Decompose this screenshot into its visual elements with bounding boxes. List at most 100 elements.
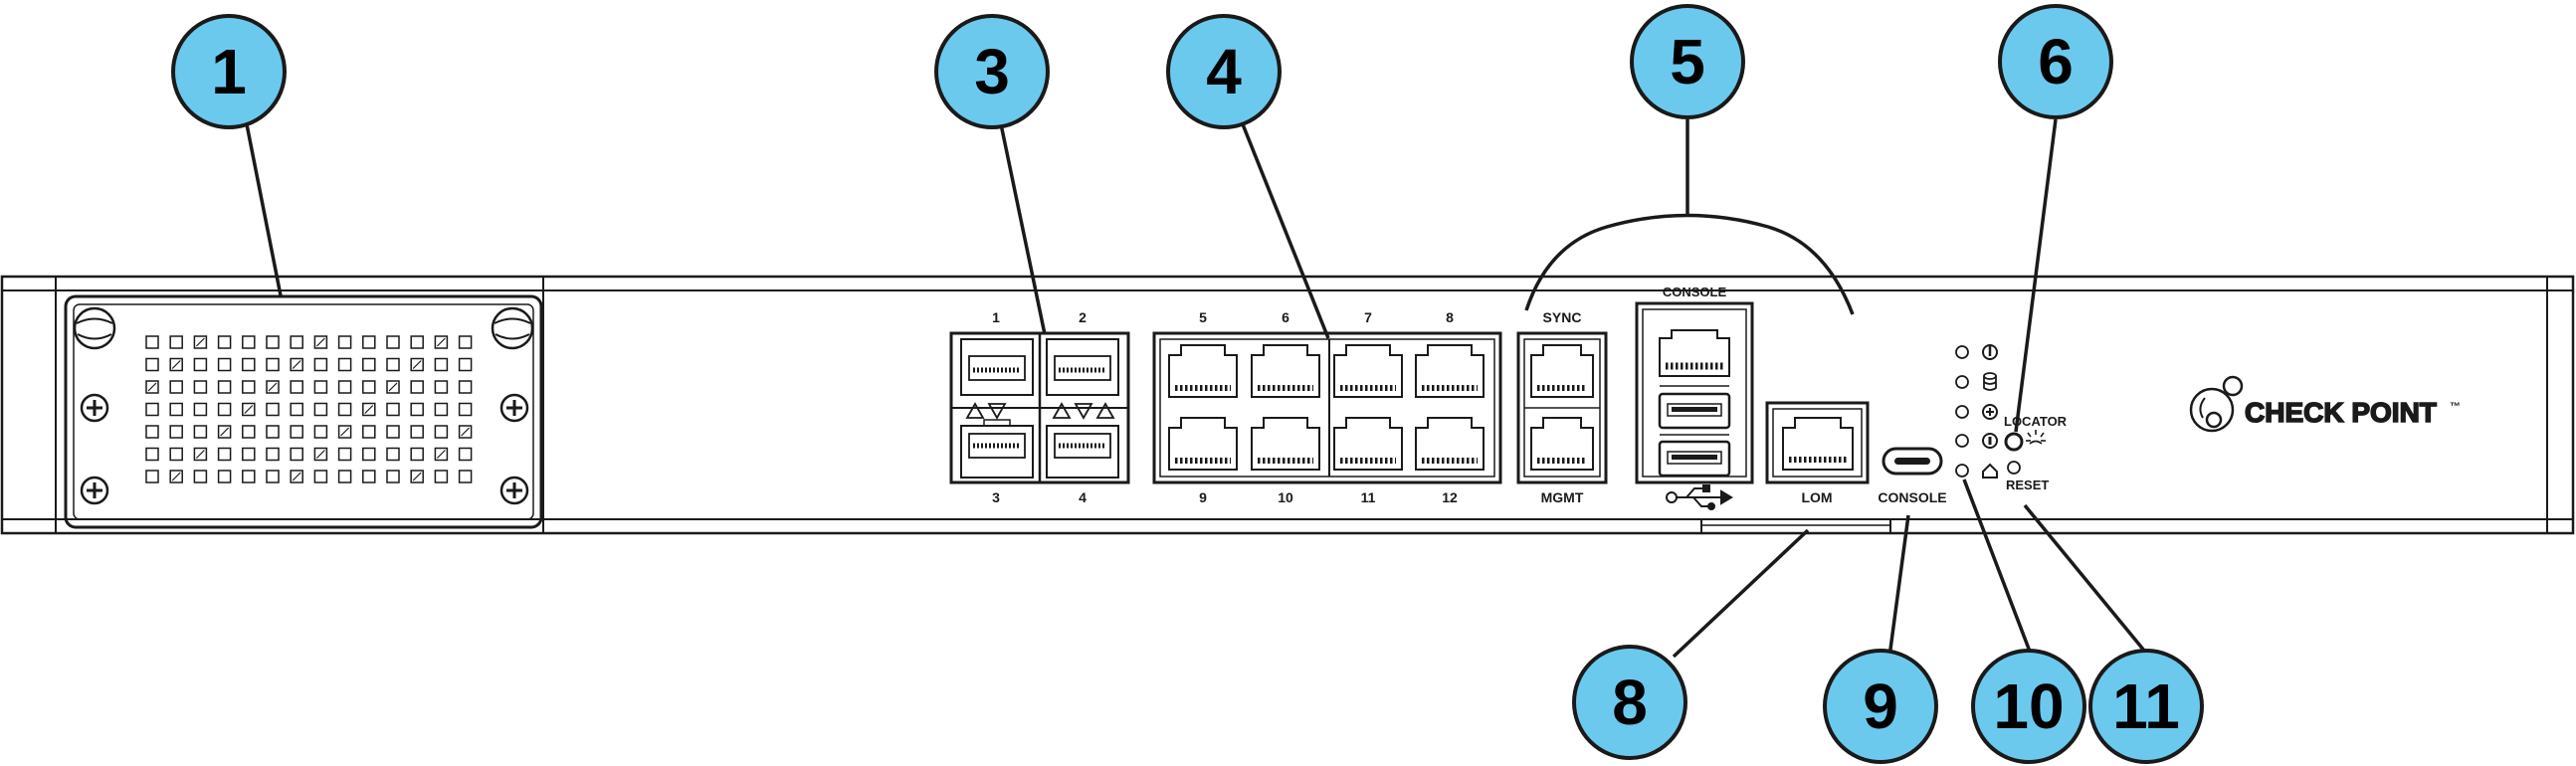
vent-panel (64, 294, 543, 529)
rj45-number-11: 11 (1361, 489, 1376, 505)
sfp-port-1[interactable] (960, 338, 1034, 396)
usb-port-2[interactable] (1658, 440, 1731, 478)
mgmt-port[interactable] (1530, 417, 1594, 471)
brand-trademark: ™ (2450, 401, 2461, 413)
callout-3: 3 (934, 14, 1050, 129)
vent-hole (362, 447, 376, 462)
chassis (0, 275, 2575, 535)
callout-8: 8 (1572, 645, 1687, 760)
vent-hole (410, 380, 424, 394)
vent-hole (434, 380, 449, 394)
reset-label: RESET (2006, 478, 2049, 492)
vent-hole (362, 357, 376, 372)
vent-hole (242, 357, 256, 372)
callout-5: 5 (1630, 4, 1745, 119)
sync-port[interactable] (1530, 344, 1594, 398)
callout-6: 6 (1998, 4, 2113, 119)
sync-mgmt-port-block (1516, 331, 1608, 484)
rj45-port-6[interactable] (1251, 344, 1320, 398)
sfp-number-3: 3 (992, 489, 1000, 505)
vent-hole (266, 425, 280, 439)
rj45-number-6: 6 (1282, 309, 1289, 325)
vent-hole (337, 380, 352, 394)
sfp-port-2[interactable] (1046, 338, 1119, 396)
rj45-port-11[interactable] (1333, 417, 1403, 471)
vent-hole-mark (195, 337, 205, 347)
vent-hole-mark (436, 450, 446, 459)
power-icon (1982, 344, 1998, 360)
vent-hole (169, 425, 183, 439)
rj45-ports (1168, 344, 1485, 471)
vent-hole-mark (220, 427, 230, 437)
rj45-number-10: 10 (1278, 489, 1293, 505)
leader-line-5-arc (1524, 213, 1855, 315)
vent-hole (193, 380, 208, 394)
vent-hole (337, 447, 352, 462)
status-led-3 (1955, 405, 1969, 419)
vent-hole-mark (315, 337, 325, 347)
rj45-port-9[interactable] (1168, 417, 1238, 471)
callout-number: 5 (1670, 26, 1705, 97)
usbc-console-label: CONSOLE (1878, 489, 1946, 505)
reset-button[interactable] (2007, 461, 2021, 475)
callout-number: 8 (1612, 667, 1648, 738)
vent-hole (290, 425, 303, 439)
vent-hole (313, 425, 328, 439)
vent-hole (410, 402, 424, 417)
vent-hole-mark (364, 405, 374, 414)
vent-hole-mark (412, 360, 422, 369)
vent-hole (337, 357, 352, 372)
status-led-4 (1955, 434, 1969, 448)
vent-hole (193, 402, 208, 417)
console-usb-block (1635, 301, 1754, 484)
info-icon (1982, 433, 1998, 449)
vent-hole (145, 470, 159, 483)
usb-icon (1666, 484, 1733, 510)
vent-hole (193, 470, 208, 483)
rj45-port-12[interactable] (1415, 417, 1485, 471)
rj45-port-8[interactable] (1415, 344, 1485, 398)
rj45-port-5[interactable] (1168, 344, 1238, 398)
storage-icon (1983, 372, 1997, 391)
screw-mid-right (499, 393, 529, 423)
vent-hole (217, 380, 232, 394)
vent-hole (169, 335, 183, 349)
vent-hole-mark (412, 472, 422, 481)
rj45-number-9: 9 (1199, 489, 1207, 505)
leader-line-10 (1962, 479, 2034, 658)
vent-hole-mark (171, 360, 181, 369)
usbc-console-port[interactable] (1882, 447, 1943, 476)
rj45-port-7[interactable] (1333, 344, 1403, 398)
vent-hole (458, 357, 473, 372)
vent-hole (362, 335, 376, 349)
vent-hole (145, 447, 159, 462)
vent-hole (313, 402, 328, 417)
vent-hole (386, 447, 400, 462)
vent-hole (410, 335, 424, 349)
lom-port[interactable] (1765, 401, 1870, 484)
vent-hole (434, 402, 449, 417)
locator-led (2004, 430, 2046, 452)
sfp-number-2: 2 (1079, 309, 1087, 325)
mgmt-label: MGMT (1541, 489, 1584, 505)
vent-hole (145, 402, 159, 417)
console-rj45-port[interactable] (1659, 329, 1730, 377)
sfp-link-arrows (965, 402, 1115, 427)
rj45-port-10[interactable] (1251, 417, 1320, 471)
vent-hole (386, 335, 400, 349)
rj45-top-numbers: 5 6 7 8 (1199, 309, 1454, 325)
vent-hole (217, 335, 232, 349)
locator-label: LOCATOR (2004, 414, 2068, 429)
usb-port-1[interactable] (1658, 392, 1731, 430)
vent-hole (266, 357, 280, 372)
sfp-port-4[interactable] (1046, 425, 1119, 479)
vent-hole (242, 425, 256, 439)
vent-hole-mark (195, 450, 205, 459)
vent-hole (410, 447, 424, 462)
vent-hole (458, 380, 473, 394)
vent-hole (434, 425, 449, 439)
vent-hole (217, 402, 232, 417)
screw-bottom-right (499, 476, 529, 505)
vent-hole (337, 402, 352, 417)
